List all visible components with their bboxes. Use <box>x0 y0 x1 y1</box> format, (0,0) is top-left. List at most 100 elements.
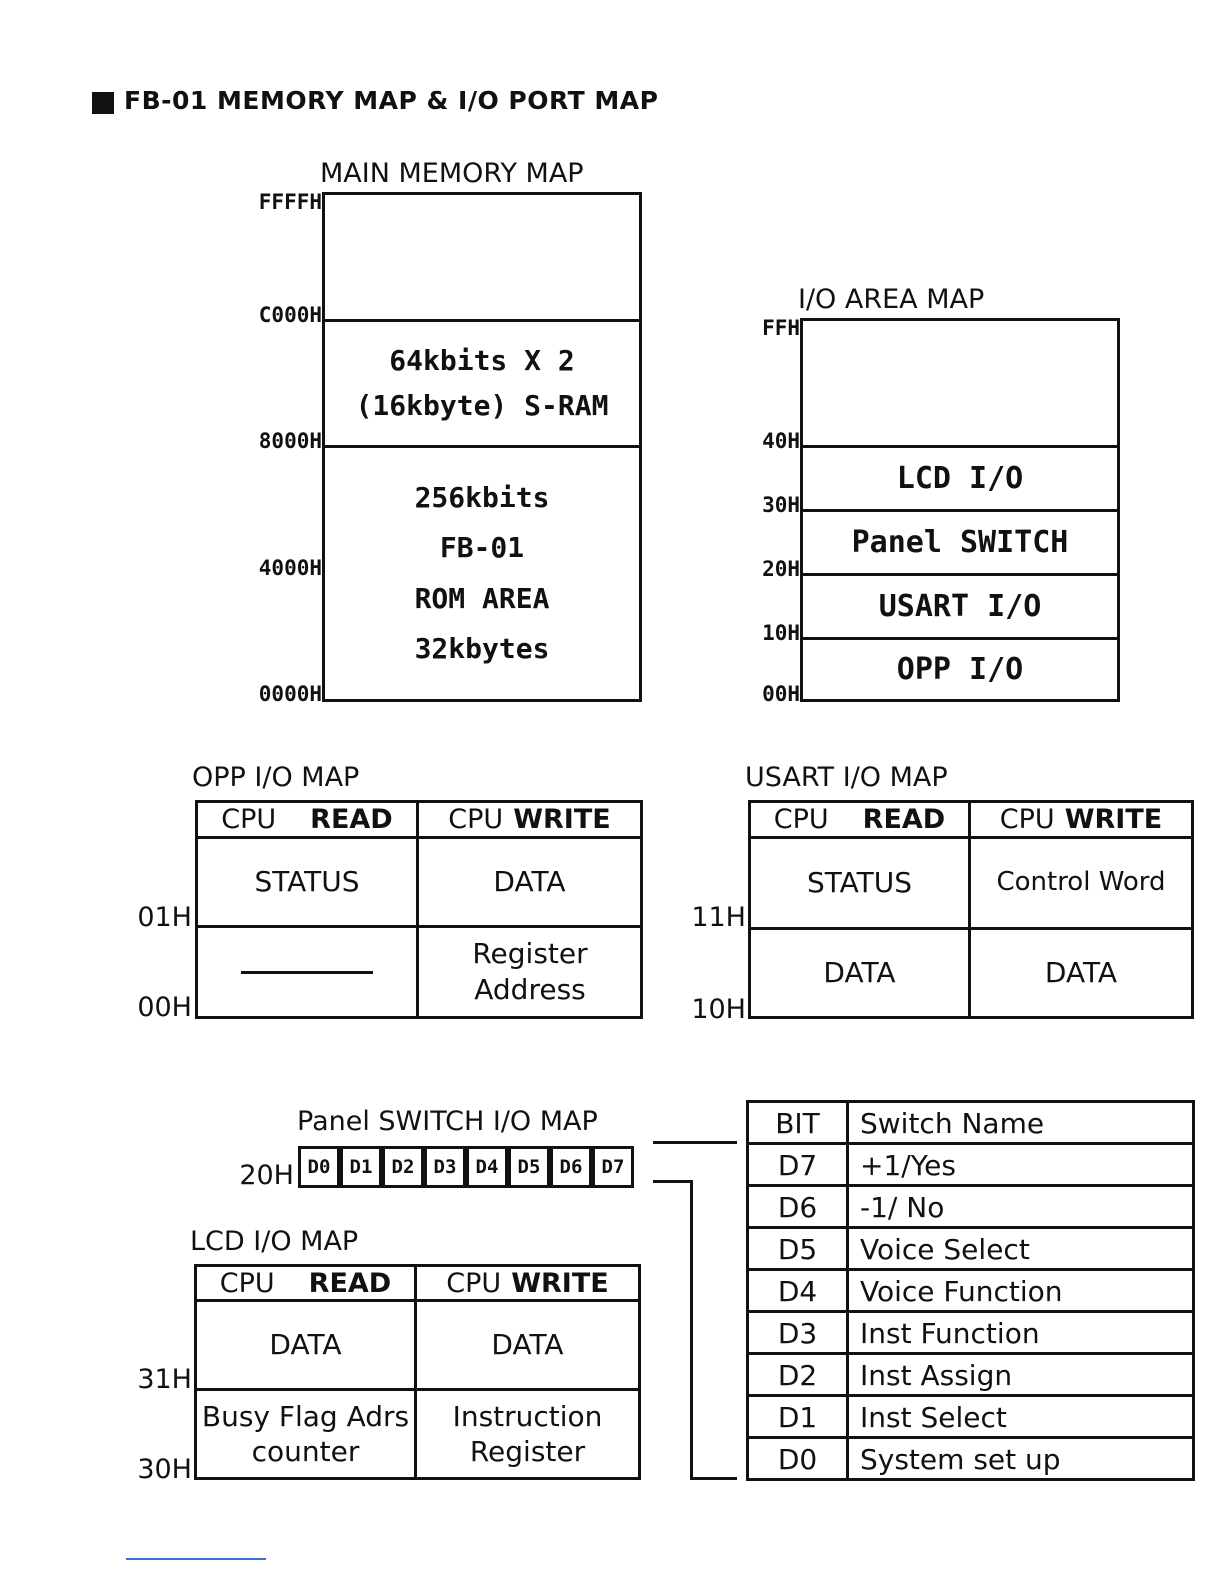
panel-bit-d0: D0 <box>298 1146 340 1188</box>
switch-table-bit-cell: D7 <box>777 1148 818 1182</box>
usart-header-read: CPU READ <box>751 803 968 836</box>
panel-addr-20: 20H <box>239 1160 294 1191</box>
panel-bit-d3: D3 <box>424 1146 466 1188</box>
usart-cpu-label-read: CPU <box>773 804 829 835</box>
switch-table-row-divider <box>746 1352 1195 1355</box>
divider-30 <box>800 509 1120 512</box>
divider-20 <box>800 573 1120 576</box>
panel-bit-d1: D1 <box>340 1146 382 1188</box>
usart-write-label: WRITE <box>1064 804 1163 835</box>
io-opp-block: OPP I/O <box>896 652 1024 687</box>
rom-line-2: FB-01 <box>439 531 525 565</box>
switch-table-name-cell: -1/ No <box>860 1190 945 1224</box>
switch-table-name-cell: Inst Assign <box>860 1358 1013 1392</box>
addr-ffff: FFFFH <box>258 190 322 214</box>
switch-table-bit-cell: D6 <box>777 1190 818 1224</box>
switch-table-frame <box>746 1100 1195 1481</box>
addr-20: 20H <box>762 557 800 581</box>
switch-table-bit-cell: D5 <box>777 1232 818 1266</box>
opp-addr-00: 00H <box>137 992 192 1023</box>
lcd-row-divider <box>194 1388 641 1391</box>
switch-table-header-name: Switch Name <box>860 1106 1045 1140</box>
sram-block: 64kbits X 2 (16kbyte) S-RAM <box>325 322 639 445</box>
lcd-instruction-register-cell: Instruction Register <box>452 1400 603 1468</box>
switch-table-header-bit: BIT <box>775 1106 820 1140</box>
opp-cpu-label-write: CPU <box>448 804 504 835</box>
usart-row-divider <box>748 927 1194 930</box>
io-area-map-title: I/O AREA MAP <box>798 284 985 315</box>
connector-top-line <box>653 1141 737 1144</box>
opp-header-read: CPU READ <box>198 803 416 836</box>
lcd-cpu-label-write: CPU <box>446 1267 502 1299</box>
opp-register-address-cell: Register Address <box>472 936 588 1006</box>
main-memory-map-title: MAIN MEMORY MAP <box>320 158 584 189</box>
lcd-write-label: WRITE <box>511 1267 609 1299</box>
switch-table-name-cell: Inst Function <box>860 1316 1040 1350</box>
lcd-header-divider <box>194 1299 641 1302</box>
opp-addr-01: 01H <box>137 902 192 933</box>
lcd-addr-31: 31H <box>137 1364 192 1395</box>
opp-col-divider <box>416 800 419 1019</box>
opp-empty-cell <box>198 928 416 1016</box>
panel-bit-d2: D2 <box>382 1146 424 1188</box>
rom-block: 256kbits FB-01 ROM AREA 32kbytes <box>325 448 639 699</box>
switch-table-name-cell: Voice Select <box>860 1232 1030 1266</box>
switch-table-row-divider <box>746 1226 1195 1229</box>
switch-table-row-divider <box>746 1184 1195 1187</box>
divider-40 <box>800 445 1120 448</box>
connector-bottom-line <box>653 1180 693 1183</box>
usart-control-word-cell: Control Word <box>996 867 1166 898</box>
switch-table-bit-cell: D2 <box>777 1358 818 1392</box>
usart-read-label: READ <box>862 804 946 835</box>
opp-map-title: OPP I/O MAP <box>192 762 360 793</box>
sram-line-2: (16kbyte) S-RAM <box>355 388 609 422</box>
divider-c000 <box>322 319 642 322</box>
rom-line-3: ROM AREA <box>414 581 550 615</box>
switch-table-row-divider <box>746 1268 1195 1271</box>
connector-vertical-line <box>690 1180 693 1480</box>
lcd-cpu-label-read: CPU <box>219 1267 275 1299</box>
opp-dash-line <box>241 970 373 974</box>
addr-8000: 8000H <box>258 429 322 453</box>
usart-col-divider <box>968 800 971 1019</box>
connector-base-line <box>690 1477 737 1480</box>
switch-table-bit-cell: D4 <box>777 1274 818 1308</box>
switch-table-name-cell: Voice Function <box>860 1274 1063 1308</box>
footer-rule <box>126 1558 266 1560</box>
opp-cpu-label-read: CPU <box>221 804 277 835</box>
usart-header-write: CPU WRITE <box>971 803 1191 836</box>
addr-40: 40H <box>762 429 800 453</box>
opp-row-divider <box>195 925 643 928</box>
switch-table-row-divider <box>746 1436 1195 1439</box>
panel-map-title: Panel SWITCH I/O MAP <box>297 1106 598 1137</box>
opp-data-cell: DATA <box>493 864 566 898</box>
usart-cpu-label-write: CPU <box>999 804 1055 835</box>
lcd-data-read-cell: DATA <box>269 1327 342 1361</box>
addr-c000: C000H <box>258 303 322 327</box>
lcd-busy-flag-cell: Busy Flag Adrs counter <box>201 1400 410 1468</box>
switch-table-bit-cell: D3 <box>777 1316 818 1350</box>
switch-table-name-cell: Inst Select <box>860 1400 1007 1434</box>
switch-table-name-cell: System set up <box>860 1442 1061 1476</box>
rom-line-4: 32kbytes <box>414 631 550 665</box>
opp-header-divider <box>195 836 643 839</box>
rom-line-1: 256kbits <box>414 480 550 514</box>
page-title: FB-01 MEMORY MAP & I/O PORT MAP <box>124 86 659 115</box>
switch-table-row-divider <box>746 1394 1195 1397</box>
panel-bit-d5: D5 <box>508 1146 550 1188</box>
divider-8000 <box>322 445 642 448</box>
switch-table-row-divider <box>746 1310 1195 1313</box>
io-usart-block: USART I/O <box>878 589 1042 624</box>
io-lcd-block: LCD I/O <box>896 461 1024 496</box>
opp-read-label: READ <box>310 804 393 835</box>
panel-bit-d7: D7 <box>592 1146 634 1188</box>
lcd-header-write: CPU WRITE <box>417 1267 638 1299</box>
addr-00: 00H <box>762 682 800 706</box>
switch-table-bit-cell: D0 <box>777 1442 818 1476</box>
lcd-data-write-cell: DATA <box>491 1327 564 1361</box>
switch-table-row-divider <box>746 1142 1195 1145</box>
lcd-addr-30: 30H <box>137 1454 192 1485</box>
io-panel-block: Panel SWITCH <box>851 525 1069 560</box>
divider-10 <box>800 637 1120 640</box>
